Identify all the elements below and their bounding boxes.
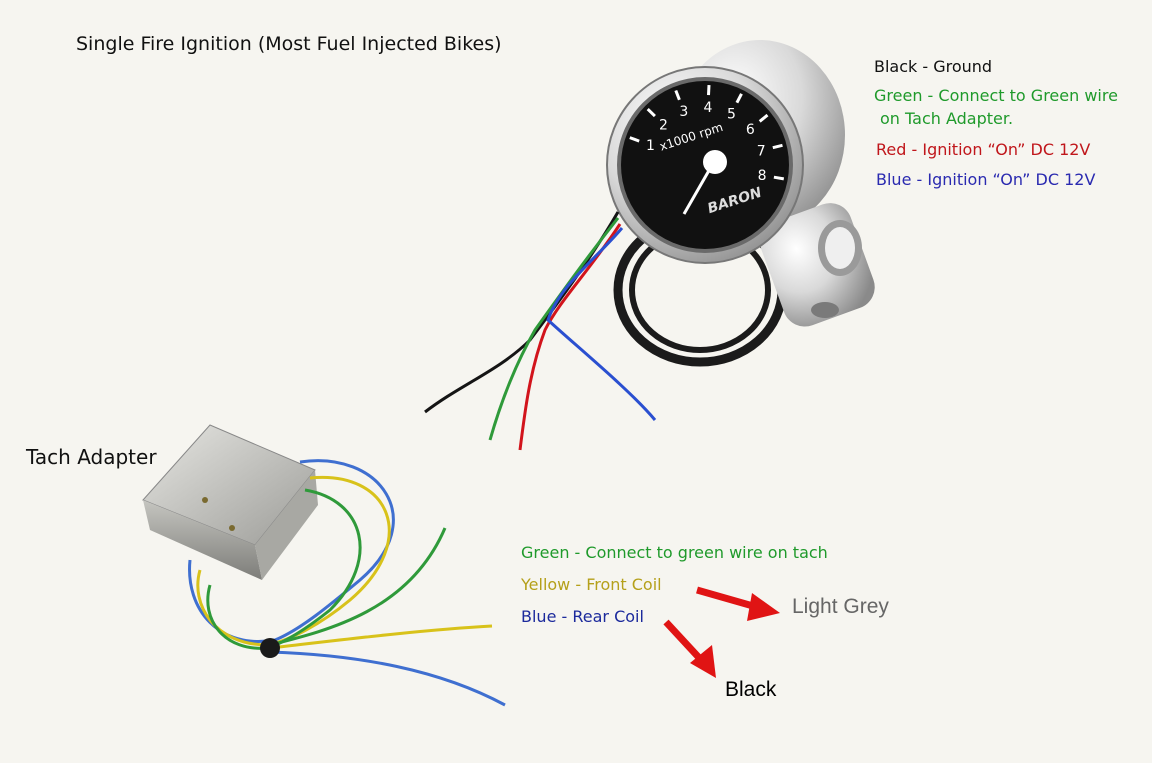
gauge-number: 7 xyxy=(757,144,766,160)
gauge-ticks xyxy=(629,85,785,181)
gauge-number: 1 xyxy=(646,138,655,154)
light-grey-note: Light Grey xyxy=(792,595,889,618)
arrow-to-light-grey xyxy=(696,586,761,612)
tach-wire-green-label: Green - Connect to Green wire xyxy=(874,86,1118,105)
gauge-tick xyxy=(629,136,640,143)
black-note: Black xyxy=(725,678,777,701)
adapter-wire-blue-lead xyxy=(269,650,506,707)
tach-wire-green xyxy=(488,217,620,441)
gauge-needle-hub xyxy=(703,150,727,174)
gauge-tick xyxy=(646,108,656,118)
arrow-to-light-grey-head xyxy=(747,593,780,621)
adapter-wires xyxy=(188,459,506,707)
tach-adapter-box xyxy=(142,424,318,580)
tach-wire-green-label-cont: on Tach Adapter. xyxy=(880,109,1014,128)
gauge-number: 3 xyxy=(679,104,688,120)
adapter-wire-yellow-lead xyxy=(269,624,493,650)
tach-adapter-label: Tach Adapter xyxy=(26,445,157,469)
wire-tie xyxy=(260,638,280,658)
tach-wire-red xyxy=(518,223,622,451)
diagram-title: Single Fire Ignition (Most Fuel Injected… xyxy=(76,33,502,55)
gauge-number: 2 xyxy=(659,118,668,134)
tach-wire-red-label: Red - Ignition “On” DC 12V xyxy=(876,140,1091,159)
gauge-tick xyxy=(735,93,743,104)
gauge-number: 6 xyxy=(746,122,755,138)
gauge-tick xyxy=(772,143,783,150)
adapter-wire-blue-label: Blue - Rear Coil xyxy=(521,607,644,626)
adapter-wire-green-loop xyxy=(206,488,362,650)
handlebar-clamp xyxy=(760,203,875,327)
gauge-number: 4 xyxy=(703,100,712,116)
tach-wire-blue xyxy=(546,227,657,421)
arrow-to-black-head xyxy=(690,645,716,678)
gauge-number: 5 xyxy=(727,106,736,122)
arrow-to-black xyxy=(663,619,706,665)
tach-wire-black-label: Black - Ground xyxy=(874,57,993,76)
adapter-wire-green-lead xyxy=(269,527,447,647)
adapter-wire-green-label: Green - Connect to green wire on tach xyxy=(521,543,828,562)
tach-wires xyxy=(424,211,657,451)
tach-wire-blue-label: Blue - Ignition “On” DC 12V xyxy=(876,170,1096,189)
adapter-wire-yellow-label: Yellow - Front Coil xyxy=(521,575,662,594)
tach-wire-black xyxy=(424,211,620,414)
gauge-tick xyxy=(707,85,711,96)
gauge-tick xyxy=(773,175,785,181)
gauge-tick xyxy=(758,113,769,123)
gauge-number: 8 xyxy=(758,168,767,184)
annotation-arrows xyxy=(663,586,780,678)
gauge-tick xyxy=(674,89,681,101)
